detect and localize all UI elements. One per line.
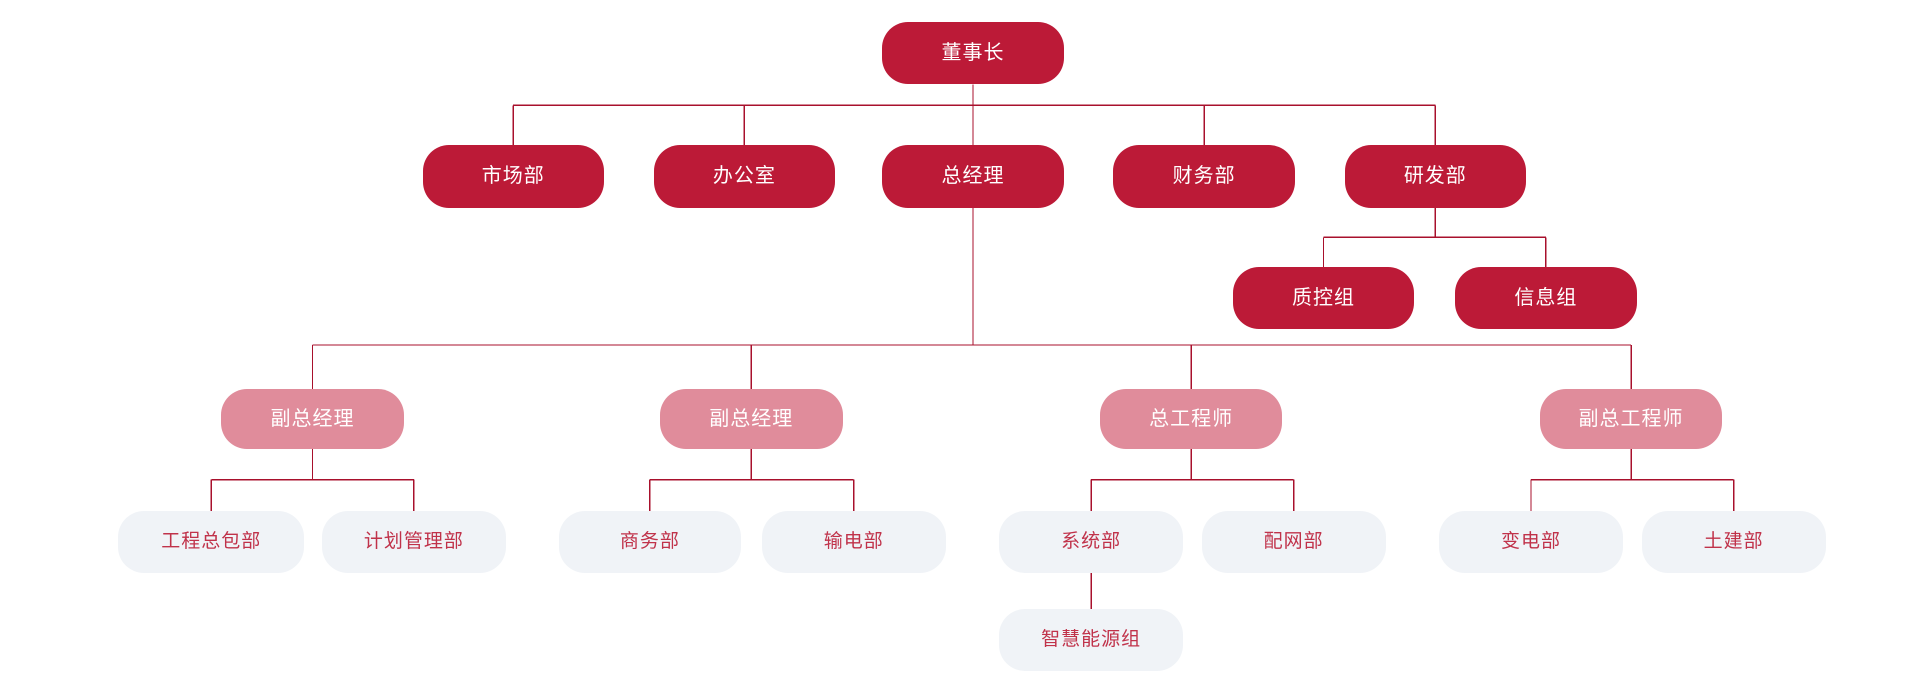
org-node-label: 财务部 <box>1172 165 1236 188</box>
org-node-label: 工程总包部 <box>161 531 262 553</box>
org-node-chairman[interactable]: 董事长 <box>882 22 1064 85</box>
org-node-smart-energy[interactable]: 智慧能源组 <box>999 608 1184 672</box>
org-node-marketing[interactable]: 市场部 <box>422 145 604 208</box>
org-node-label: 计划管理部 <box>363 531 464 553</box>
org-node-label: 变电部 <box>1501 531 1562 553</box>
org-node-dgm-2[interactable]: 副总经理 <box>659 388 843 449</box>
org-node-label: 智慧能源组 <box>1041 629 1142 651</box>
org-node-label: 信息组 <box>1514 287 1578 310</box>
org-node-label: 系统部 <box>1061 531 1122 553</box>
org-node-label: 董事长 <box>941 42 1005 65</box>
org-node-label: 配网部 <box>1263 531 1324 553</box>
org-node-label: 输电部 <box>823 531 884 553</box>
org-node-label: 商务部 <box>619 531 680 553</box>
org-node-label: 市场部 <box>481 165 545 188</box>
org-node-label: 研发部 <box>1403 165 1467 188</box>
org-node-epc-dept[interactable]: 工程总包部 <box>118 510 305 573</box>
org-node-label: 副总经理 <box>709 407 794 430</box>
org-node-dgm-1[interactable]: 副总经理 <box>221 388 404 449</box>
org-node-qc-group[interactable]: 质控组 <box>1232 267 1415 330</box>
org-node-label: 总经理 <box>941 165 1005 188</box>
org-node-chief-engineer[interactable]: 总工程师 <box>1099 388 1283 449</box>
org-node-distribution[interactable]: 配网部 <box>1201 510 1386 573</box>
org-node-office[interactable]: 办公室 <box>653 145 836 208</box>
org-node-civil-works[interactable]: 土建部 <box>1641 510 1826 573</box>
org-node-deputy-chief-eng[interactable]: 副总工程师 <box>1539 388 1723 449</box>
org-node-rnd[interactable]: 研发部 <box>1344 145 1527 208</box>
org-node-label: 总工程师 <box>1149 407 1234 430</box>
org-node-label: 质控组 <box>1291 287 1355 310</box>
org-node-planning-dept[interactable]: 计划管理部 <box>321 510 506 573</box>
org-node-system-dept[interactable]: 系统部 <box>999 510 1184 573</box>
org-node-label: 办公室 <box>712 165 776 188</box>
org-node-finance[interactable]: 财务部 <box>1113 145 1295 208</box>
org-node-label: 副总工程师 <box>1578 407 1684 430</box>
org-node-transmission[interactable]: 输电部 <box>761 510 946 573</box>
org-node-gm[interactable]: 总经理 <box>882 145 1064 208</box>
org-node-label: 副总经理 <box>270 407 355 430</box>
org-node-business-dept[interactable]: 商务部 <box>559 510 741 573</box>
org-node-info-group[interactable]: 信息组 <box>1455 267 1637 330</box>
org-node-label: 土建部 <box>1703 531 1764 553</box>
org-node-substation[interactable]: 变电部 <box>1439 510 1623 573</box>
